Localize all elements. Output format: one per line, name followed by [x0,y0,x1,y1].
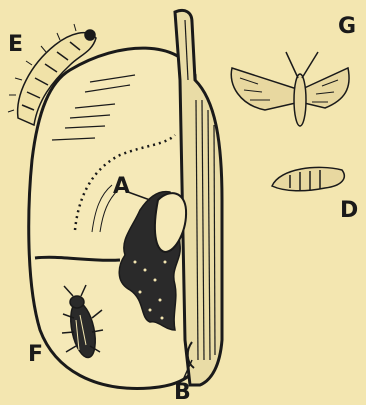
label-g: G [338,16,356,38]
label-a: A [113,176,130,198]
pupa-d [272,167,344,190]
moth-g [231,52,349,126]
label-b: B [174,382,191,404]
label-f: F [28,344,43,366]
label-e: E [8,34,23,56]
label-d: D [340,200,358,222]
